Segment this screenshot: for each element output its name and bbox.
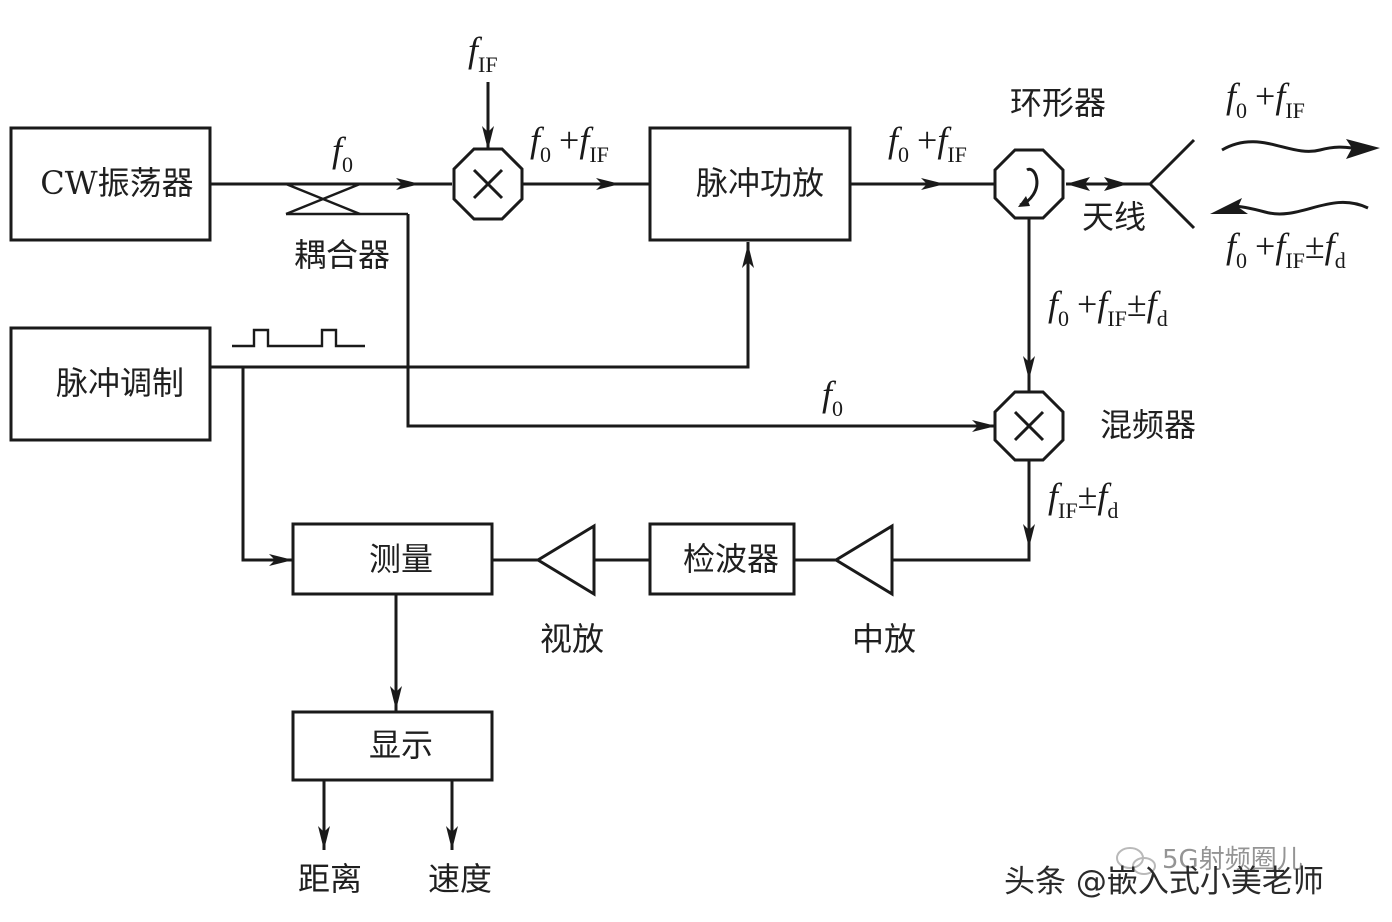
video-amp-triangle [535, 523, 596, 597]
display-block: 显示 [291, 710, 494, 782]
range-label: 距离 [298, 860, 362, 898]
signal-f0-lo: f0 [822, 374, 843, 421]
circ-antenna-arrow-left [1066, 177, 1090, 191]
pulse-to-amp-line [210, 242, 750, 369]
pulse-train-icon [232, 328, 365, 348]
pulse-power-amp-label: 脉冲功放 [696, 164, 824, 202]
pulse-modulation-label: 脉冲调制 [56, 364, 184, 402]
signal-f0-plus-fif-1: f0+fIF [530, 120, 609, 167]
if-amp-label: 中放 [852, 620, 916, 658]
antenna-label: 天线 [1082, 198, 1146, 236]
signal-if-doppler: fIF±fd [1048, 476, 1118, 523]
wechat-watermark-text: 5G射频圈儿 [1162, 845, 1303, 875]
antenna-icon [1148, 138, 1196, 230]
signal-fif-top: fIF [468, 30, 498, 77]
cw-oscillator-label: CW振荡器 [40, 164, 193, 202]
display-label: 显示 [369, 726, 433, 764]
circulator [993, 148, 1065, 220]
wechat-watermark: 5G射频圈儿 [1116, 845, 1303, 875]
rx-wave [1231, 200, 1369, 216]
circ-antenna-arrow-right [1104, 177, 1128, 191]
if-amp-triangle [833, 523, 894, 597]
mixer-1 [452, 147, 524, 221]
video-amp-label: 视放 [540, 620, 604, 658]
tx-wave [1221, 140, 1353, 153]
mixer-label: 混频器 [1100, 406, 1196, 444]
mixer-2 [993, 390, 1065, 462]
coupler-to-mixer2-line [406, 214, 996, 428]
pulse-modulation-block: 脉冲调制 [9, 326, 212, 442]
wechat-icon [1116, 847, 1156, 875]
signal-f0-osc: f0 [332, 130, 353, 177]
circulator-label: 环形器 [1010, 84, 1106, 122]
measurement-label: 测量 [369, 540, 433, 578]
signal-tx: f0+fIF [1226, 76, 1305, 123]
detector-block: 检波器 [648, 522, 796, 596]
pulse-to-measure-line [241, 367, 293, 562]
toutiao-watermark: 头条 @嵌入式小美老师 [1004, 864, 1324, 900]
detector-label: 检波器 [683, 540, 779, 578]
rx-wave-arrowhead [1210, 198, 1248, 214]
signal-rx: f0+fIF±fd [1226, 226, 1346, 273]
circulator-arrow-icon [1019, 167, 1039, 207]
signal-f0-plus-fif-2: f0+fIF [888, 120, 967, 167]
mixer2-to-ifamp-line [892, 460, 1031, 562]
tx-wave-arrowhead [1346, 139, 1380, 159]
cw-oscillator-block: CW振荡器 [9, 126, 212, 242]
signal-echo-down: f0+fIF±fd [1048, 284, 1168, 331]
measurement-block: 测量 [291, 522, 494, 596]
coupler [285, 182, 408, 216]
velocity-label: 速度 [428, 860, 492, 898]
pulse-power-amp-block: 脉冲功放 [648, 126, 852, 242]
coupler-label: 耦合器 [294, 236, 390, 274]
